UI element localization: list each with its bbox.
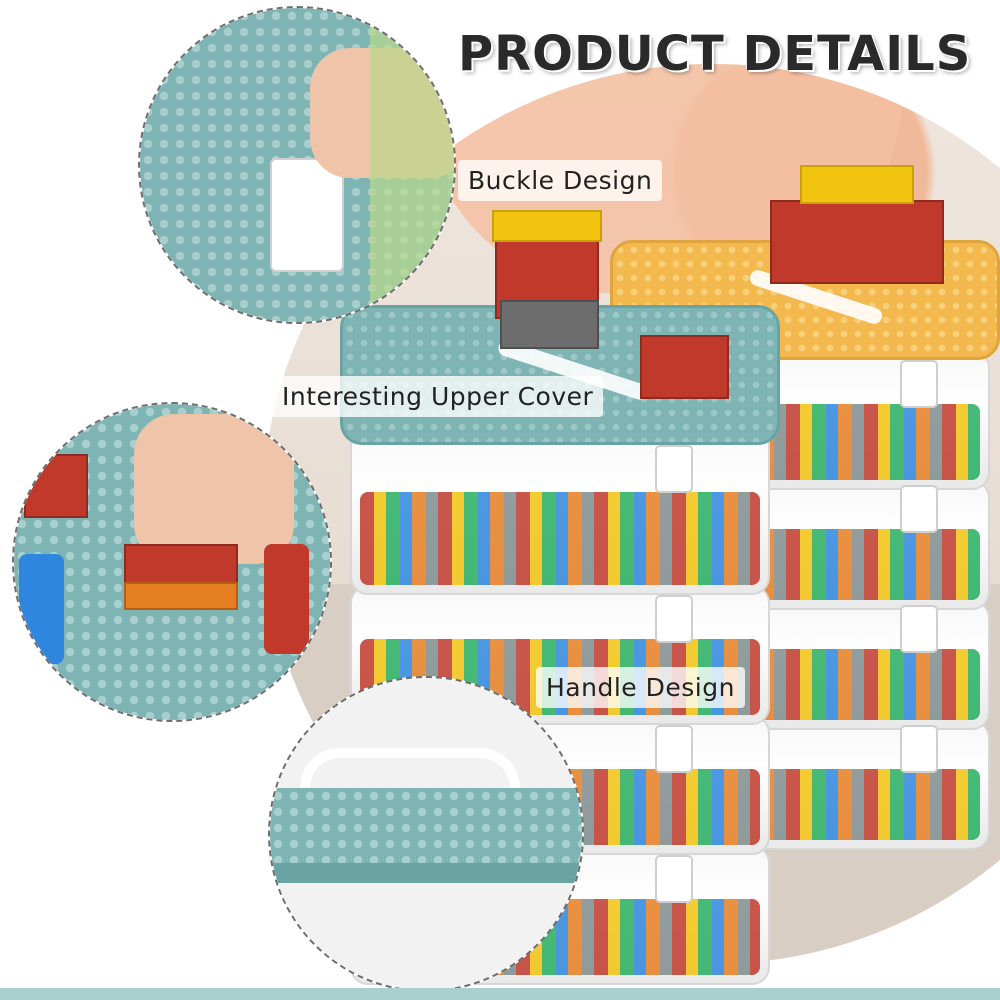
upper-cover-detail-circle: [12, 402, 332, 722]
bottom-accent-bar: [0, 988, 1000, 1000]
shop-base: [500, 300, 599, 349]
buckle-clip: [655, 855, 693, 903]
buckle-clip: [900, 725, 938, 773]
product-details-heading: PRODUCT DETAILS: [458, 26, 972, 82]
handle-design-label: Handle Design: [536, 667, 745, 708]
buckle-clip: [655, 725, 693, 773]
buckle-detail-circle: [138, 6, 456, 324]
buckle-clip: [655, 445, 693, 493]
buckle-clip: [900, 485, 938, 533]
temple-roof: [800, 165, 914, 204]
buckle-clip: [900, 605, 938, 653]
shop-roof: [492, 210, 602, 242]
storage-layer: [350, 425, 770, 595]
vending-model: [640, 335, 729, 399]
buckle-clip: [655, 595, 693, 643]
buckle-clip: [270, 158, 344, 272]
handle-strap: [300, 748, 520, 788]
temple-model: [770, 200, 944, 284]
handle-detail-circle: [268, 676, 584, 992]
upper-cover-label: Interesting Upper Cover: [272, 376, 604, 417]
hand: [134, 414, 294, 564]
buckle-clip: [900, 360, 938, 408]
buckle-design-label: Buckle Design: [458, 160, 663, 201]
